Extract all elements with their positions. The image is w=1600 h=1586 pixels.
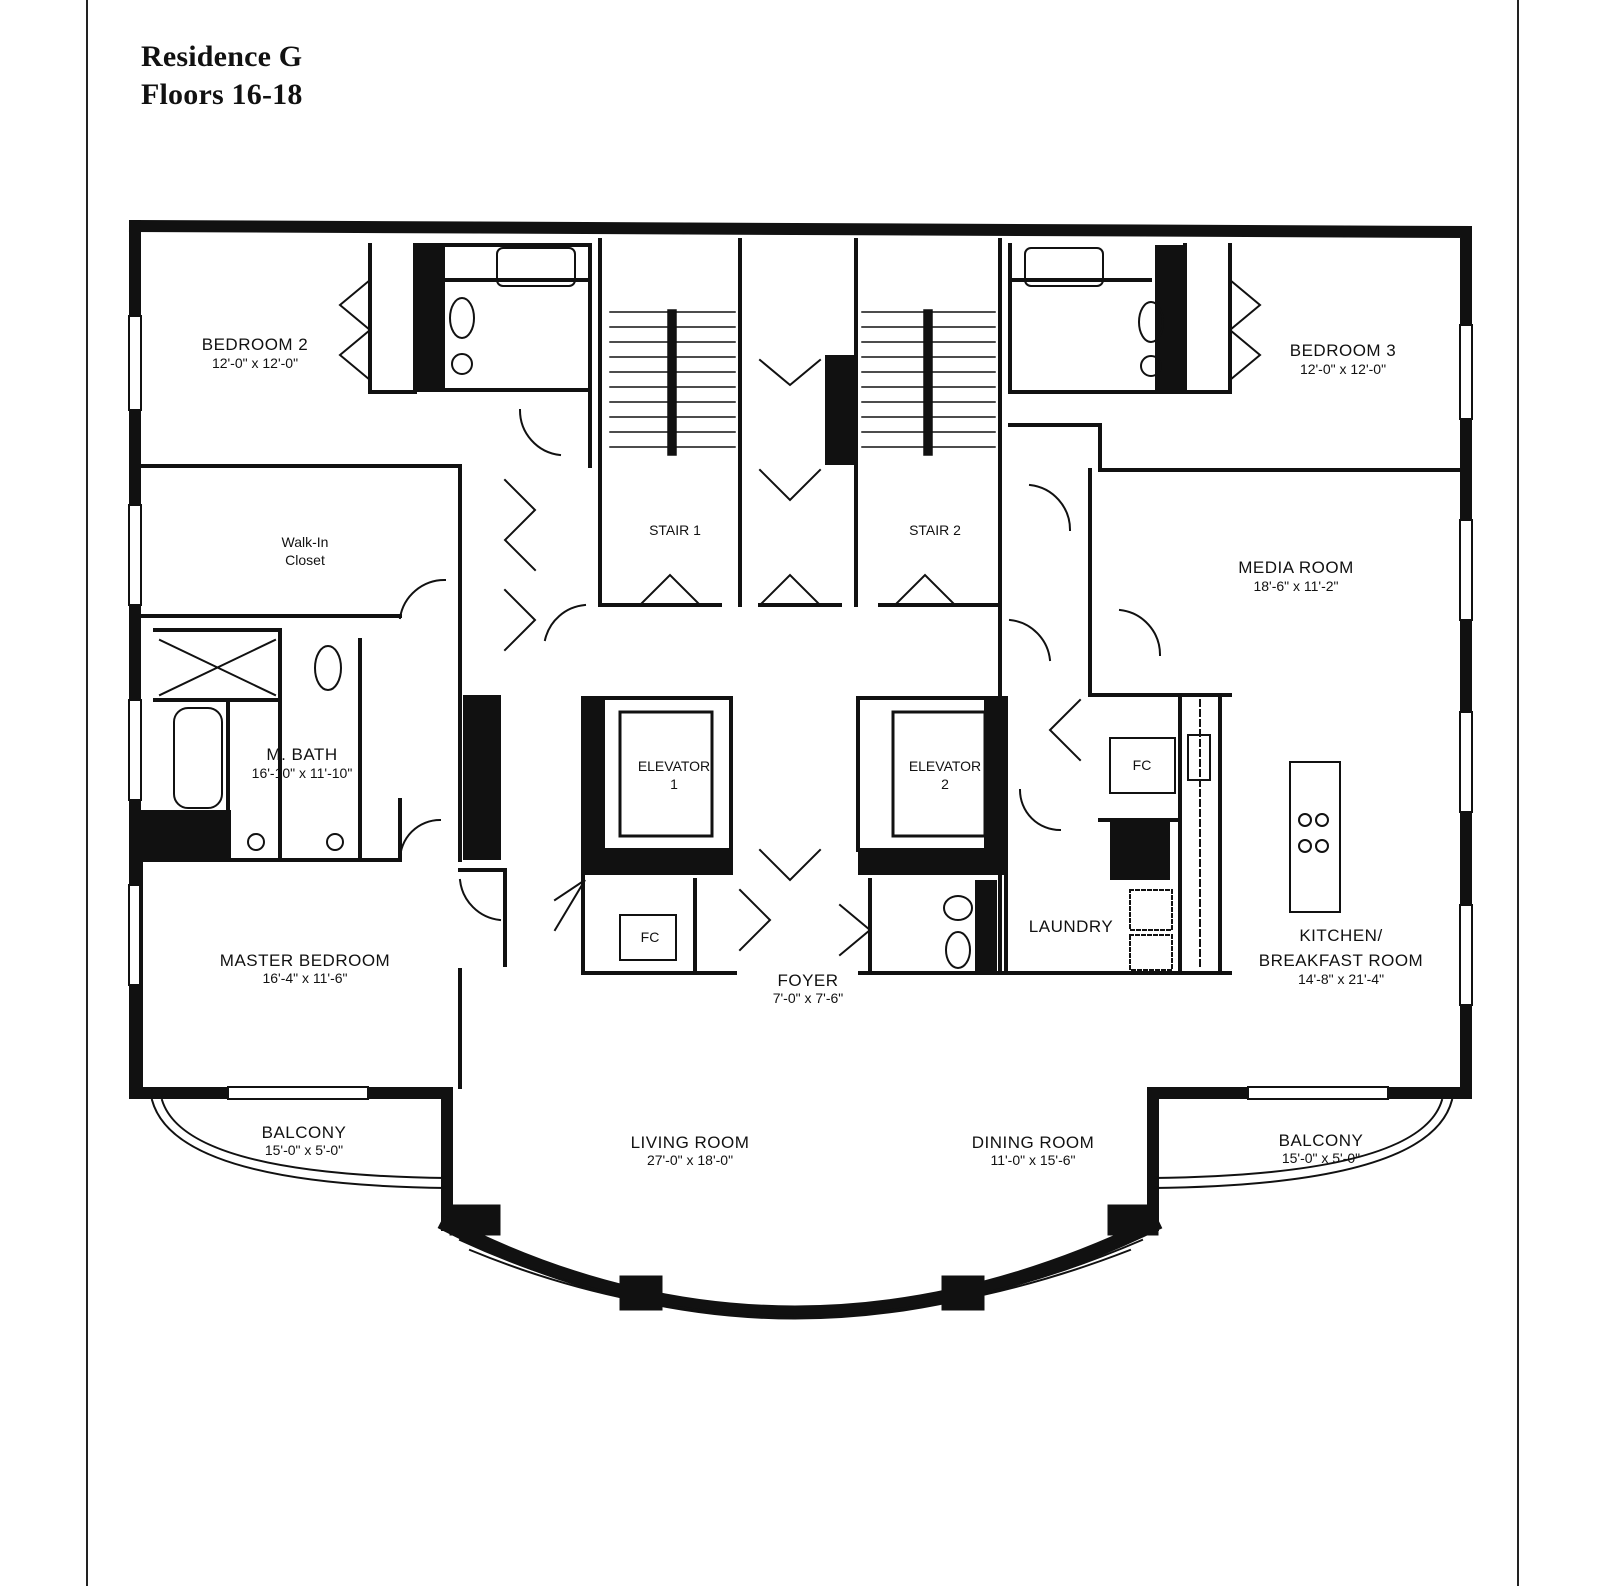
balcony-left-dims: 15'-0" x 5'-0" xyxy=(265,1142,343,1158)
solid-walls xyxy=(141,245,1185,973)
door-swings xyxy=(398,408,1162,922)
media-room-name: MEDIA ROOM xyxy=(1238,558,1354,577)
bedroom2-dims: 12'-0" x 12'-0" xyxy=(212,355,298,371)
master-bedroom-dims: 16'-4" x 11'-6" xyxy=(262,970,347,986)
stair1-label: STAIR 1 xyxy=(649,522,701,538)
elevator2-line1: ELEVATOR xyxy=(909,758,981,774)
foyer-name: FOYER xyxy=(777,971,838,990)
windows xyxy=(128,315,1473,1100)
master-bath-dims: 16'-10" x 11'-10" xyxy=(252,765,353,781)
kitchen-line1: KITCHEN/ xyxy=(1299,926,1382,945)
page-border-right xyxy=(1517,0,1519,1586)
balcony-left-name: BALCONY xyxy=(262,1123,347,1142)
bedroom3-name: BEDROOM 3 xyxy=(1290,341,1397,360)
stair2-label: STAIR 2 xyxy=(909,522,961,538)
fc-left-label: FC xyxy=(641,929,660,945)
foyer-dims: 7'-0" x 7'-6" xyxy=(773,990,844,1006)
elevator2-line2: 2 xyxy=(941,776,949,792)
stair-2-treads xyxy=(861,309,996,456)
fc-right-label: FC xyxy=(1133,757,1152,773)
stair-1-treads xyxy=(609,309,736,456)
laundry-name: LAUNDRY xyxy=(1029,917,1113,936)
balcony-outlines xyxy=(150,1098,1454,1190)
elevator1-line2: 1 xyxy=(670,776,678,792)
walkin-closet-line2: Closet xyxy=(285,552,325,568)
master-bath-name: M. BATH xyxy=(266,745,337,764)
media-room-dims: 18'-6" x 11'-2" xyxy=(1253,578,1338,594)
bedroom3-dims: 12'-0" x 12'-0" xyxy=(1300,361,1386,377)
elevator1-line1: ELEVATOR xyxy=(638,758,710,774)
balcony-right-name: BALCONY xyxy=(1279,1131,1364,1150)
curved-bay-wall xyxy=(437,1204,1163,1320)
dining-room-dims: 11'-0" x 15'-6" xyxy=(990,1152,1075,1168)
living-room-name: LIVING ROOM xyxy=(631,1133,750,1152)
bifold-doors xyxy=(338,278,1262,957)
living-room-dims: 27'-0" x 18'-0" xyxy=(647,1152,733,1168)
page-border-left xyxy=(86,0,88,1586)
kitchen-line2: BREAKFAST ROOM xyxy=(1259,951,1423,970)
fixtures xyxy=(158,247,1341,971)
dining-room-name: DINING ROOM xyxy=(972,1133,1095,1152)
bedroom2-name: BEDROOM 2 xyxy=(202,335,309,354)
interior-walls xyxy=(139,238,1462,1089)
walkin-closet-line1: Walk-In xyxy=(282,534,329,550)
floors-subtitle: Floors 16-18 xyxy=(141,78,303,111)
elevator-cars xyxy=(618,710,987,838)
residence-title: Residence G xyxy=(141,40,303,73)
master-bedroom-name: MASTER BEDROOM xyxy=(220,951,390,970)
balcony-right-dims: 15'-0" x 5'-0" xyxy=(1282,1150,1360,1166)
kitchen-dims: 14'-8" x 21'-4" xyxy=(1298,971,1384,987)
